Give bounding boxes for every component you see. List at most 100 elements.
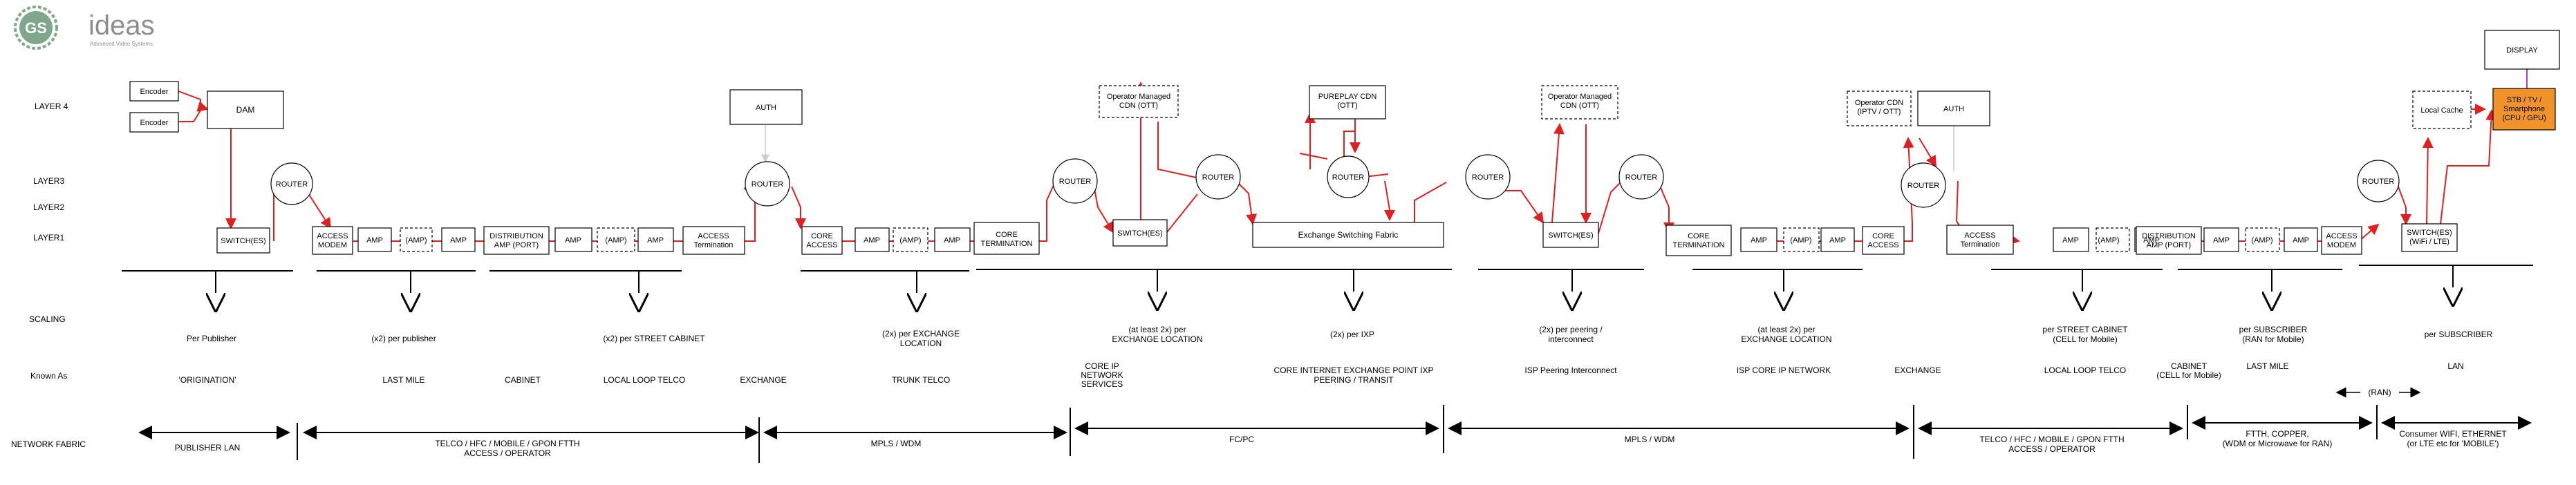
auth-box-1[interactable] <box>729 89 803 125</box>
fabric-text: FTTH, COPPER, <box>2246 429 2308 439</box>
known-as-text: CORE INTERNET EXCHANGE POINT IXP <box>1274 365 1434 375</box>
access-term-box-2[interactable] <box>1946 225 2014 255</box>
operator-cdn-box-1[interactable] <box>1099 85 1179 118</box>
core-access-label-1b: ACCESS <box>806 241 837 249</box>
router-circle-7[interactable] <box>1618 154 1664 200</box>
display-box[interactable] <box>2484 30 2560 70</box>
amp-opt-box-5[interactable] <box>2096 227 2130 252</box>
router-circle-2[interactable] <box>745 161 790 207</box>
router-circle-4[interactable] <box>1195 154 1241 200</box>
known-as-text: PEERING / TRANSIT <box>1314 375 1394 385</box>
amp-box-3[interactable] <box>554 227 592 252</box>
router-circle-1[interactable] <box>270 162 313 205</box>
amp-opt-label-1: (AMP) <box>405 236 427 245</box>
op-cdn-label-2a: Operator Managed <box>1548 93 1612 101</box>
switch-label-2: SWITCH(ES) <box>1117 229 1162 238</box>
amp-box-1[interactable] <box>357 227 392 252</box>
amp-opt-box-3[interactable] <box>893 227 928 252</box>
amp-box-6[interactable] <box>934 227 971 252</box>
pureplay-cdn-box[interactable] <box>1309 85 1386 120</box>
operator-cdn-box-2[interactable] <box>1541 85 1618 120</box>
core-term-box-1[interactable] <box>973 222 1040 255</box>
switch-box-1[interactable] <box>216 227 270 254</box>
known-as-text: EXCHANGE <box>740 375 786 385</box>
scaling-text: (2x) per EXCHANGE <box>882 329 960 339</box>
switch-wifi-box[interactable] <box>2401 223 2458 252</box>
auth-box-2[interactable] <box>1917 91 1990 126</box>
core-access-label-2a: CORE <box>1872 232 1894 240</box>
brand-badge-text: GS <box>25 19 47 37</box>
op-cdn-iptv-label-a: Operator CDN <box>1855 99 1903 107</box>
amp-box-7[interactable] <box>1740 227 1777 252</box>
switch-wifi-label-b: (WiFi / LTE) <box>2409 238 2449 246</box>
amp-box-4[interactable] <box>637 227 674 252</box>
exchange-fabric-box[interactable] <box>1252 222 1444 248</box>
dist-amp-label-1a: DISTRIBUTION <box>489 232 543 240</box>
dist-amp-box-2[interactable] <box>2136 226 2202 255</box>
amp-opt-box-1[interactable] <box>400 227 433 252</box>
fabric-text: Consumer WIFI, ETHERNET <box>2399 429 2507 439</box>
core-access-label-2b: ACCESS <box>1867 241 1898 249</box>
amp-box-12[interactable] <box>2284 227 2318 252</box>
encoder-box-2[interactable] <box>129 112 179 133</box>
op-cdn-label-1a: Operator Managed <box>1107 93 1170 101</box>
scaling-text: EXCHANGE LOCATION <box>1112 334 1202 344</box>
local-cache-box[interactable] <box>2412 91 2472 129</box>
label-layer4: LAYER 4 <box>35 102 68 111</box>
amp-opt-box-6[interactable] <box>2245 227 2280 252</box>
router-circle-3[interactable] <box>1052 158 1098 204</box>
dist-amp-label-2a: DISTRIBUTION <box>2142 232 2196 240</box>
label-layer1: LAYER1 <box>33 233 64 242</box>
scaling-text: per STREET CABINET <box>2042 325 2128 334</box>
router-label-5: ROUTER <box>1332 173 1365 182</box>
amp-box-9[interactable] <box>2053 227 2089 252</box>
stb-label-c: (CPU / GPU) <box>2502 114 2546 122</box>
scaling-text: (x2) per STREET CABINET <box>603 334 705 343</box>
switch-label-1: SWITCH(ES) <box>221 237 265 245</box>
known-as-text: CORE IP <box>1085 361 1119 371</box>
router-circle-6[interactable] <box>1465 154 1511 200</box>
amp-label-3: AMP <box>565 236 581 245</box>
core-access-box-2[interactable] <box>1862 226 1905 255</box>
router-circle-8[interactable] <box>1901 162 1946 208</box>
scaling-text: (RAN for Mobile) <box>2242 334 2304 344</box>
amp-box-2[interactable] <box>441 227 476 252</box>
dist-amp-box-1[interactable] <box>483 226 550 255</box>
amp-label-9: AMP <box>2062 236 2079 245</box>
access-modem-label-1b: MODEM <box>318 241 347 249</box>
core-access-box-1[interactable] <box>801 226 843 255</box>
fabric-text: TELCO / HFC / MOBILE / GPON FTTH <box>435 439 579 448</box>
amp-opt-box-2[interactable] <box>597 227 635 252</box>
scaling-text: (x2) per publisher <box>371 334 436 343</box>
label-layer2: LAYER2 <box>33 202 64 212</box>
amp-box-8[interactable] <box>1820 227 1855 252</box>
auth-label-1: AUTH <box>756 104 776 112</box>
access-modem-box-1[interactable] <box>312 226 353 255</box>
router-circle-5[interactable] <box>1327 155 1370 198</box>
known-as-text: ISP Peering Interconnect <box>1524 365 1617 375</box>
switch-wifi-label-a: SWITCH(ES) <box>2407 229 2452 237</box>
core-term-label-1a: CORE <box>996 231 1018 239</box>
access-modem-box-2[interactable] <box>2321 226 2362 255</box>
auth-label-2: AUTH <box>1943 105 1964 113</box>
amp-box-11[interactable] <box>2203 227 2239 252</box>
dam-box[interactable] <box>207 91 284 129</box>
amp-opt-box-4[interactable] <box>1783 227 1820 252</box>
router-circle-9[interactable] <box>2357 160 2400 202</box>
stb-box[interactable] <box>2492 88 2556 131</box>
switch-box-3[interactable] <box>1542 222 1599 248</box>
operator-cdn-iptv-box[interactable] <box>1847 91 1912 126</box>
router-label-9: ROUTER <box>2362 178 2395 186</box>
access-term-box-1[interactable] <box>682 226 745 255</box>
core-term-box-2[interactable] <box>1665 225 1732 256</box>
encoder-box-1[interactable] <box>129 81 179 102</box>
access-term-label-2b: Termination <box>1961 240 2000 249</box>
amp-label-4: AMP <box>647 236 664 245</box>
known-as-text: (CELL for Mobile) <box>2156 370 2221 380</box>
amp-box-5[interactable] <box>855 227 890 252</box>
known-as-text: NETWORK <box>1081 370 1123 380</box>
switch-box-2[interactable] <box>1112 219 1168 247</box>
label-known-as: Known As <box>30 371 67 381</box>
router-label-4: ROUTER <box>1202 173 1235 182</box>
scaling-text: interconnect <box>1548 334 1594 344</box>
